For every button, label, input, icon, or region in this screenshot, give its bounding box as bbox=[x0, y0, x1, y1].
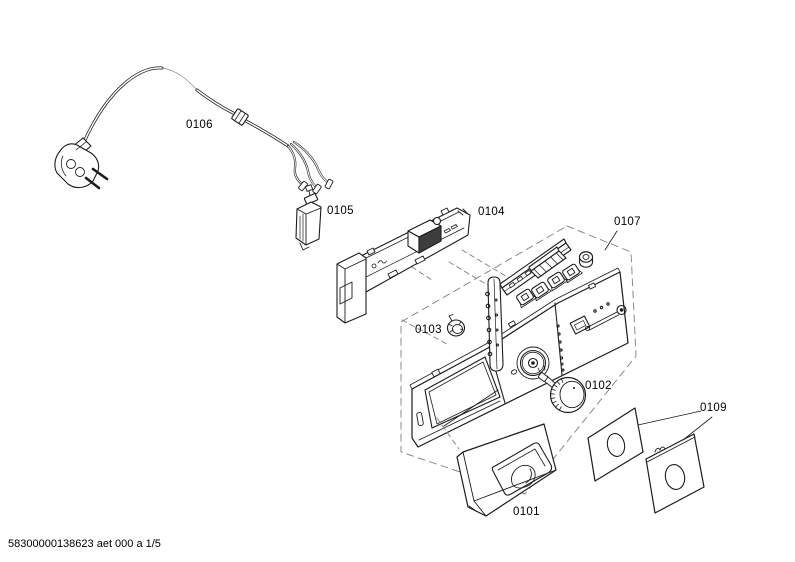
part-label-0104: 0104 bbox=[478, 206, 505, 218]
button-carrier-drawing bbox=[499, 238, 572, 296]
panel-group-dashed-outline bbox=[400, 225, 637, 495]
drawer-front-drawing bbox=[456, 423, 557, 517]
clip-component-drawing bbox=[295, 184, 322, 251]
part-label-0102: 0102 bbox=[585, 380, 612, 392]
push-buttons-drawing bbox=[516, 251, 594, 309]
led-strip-drawing bbox=[485, 276, 504, 372]
grommet-drawing bbox=[446, 314, 466, 337]
control-panel-fascia-drawing bbox=[409, 267, 629, 448]
document-number: 58300000138623 aet 000 a 1/5 bbox=[8, 538, 161, 550]
part-label-0103: 0103 bbox=[415, 324, 442, 336]
part-label-0109: 0109 bbox=[700, 402, 727, 414]
part-label-0101: 0101 bbox=[513, 506, 540, 518]
control-module-drawing bbox=[336, 207, 471, 324]
aperture-to-drawer-guide bbox=[436, 417, 460, 450]
part-label-0107: 0107 bbox=[614, 216, 641, 228]
label-leader-lines bbox=[604, 230, 713, 441]
part-label-0106: 0106 bbox=[186, 119, 213, 131]
power-cord-drawing bbox=[54, 66, 334, 195]
knob-drawing bbox=[537, 365, 587, 414]
knob-trim-plates-drawing bbox=[587, 407, 705, 514]
part-label-0105: 0105 bbox=[327, 205, 354, 217]
